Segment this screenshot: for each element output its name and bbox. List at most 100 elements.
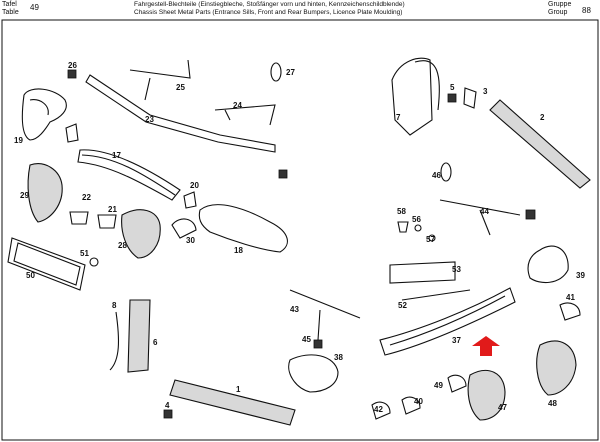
part-45-shape bbox=[525, 209, 536, 220]
callout-48: 48 bbox=[548, 399, 557, 408]
callout-25: 25 bbox=[176, 83, 185, 92]
callout-43: 43 bbox=[290, 305, 299, 314]
callout-18: 18 bbox=[234, 246, 243, 255]
part-40-shape bbox=[401, 396, 421, 415]
callout-20: 20 bbox=[190, 181, 199, 190]
red-pointer-arrow bbox=[472, 336, 500, 356]
part-45-nut bbox=[313, 339, 323, 349]
part-26-nut-b bbox=[278, 169, 288, 179]
part-7-arc bbox=[414, 60, 440, 111]
callout-24: 24 bbox=[233, 101, 242, 110]
part-7-shape bbox=[391, 57, 433, 136]
callout-58: 58 bbox=[397, 207, 406, 216]
callout-21: 21 bbox=[108, 205, 117, 214]
gruppe-label: Gruppe bbox=[548, 1, 572, 8]
callout-6: 6 bbox=[153, 338, 158, 347]
part-53-shape bbox=[389, 261, 456, 284]
callout-19: 19 bbox=[14, 136, 23, 145]
title-english: Chassis Sheet Metal Parts (Entrance Sill… bbox=[134, 9, 403, 16]
callout-49: 49 bbox=[434, 381, 443, 390]
group-number: 88 bbox=[582, 6, 591, 15]
part-20-a bbox=[65, 123, 79, 143]
callout-53: 53 bbox=[452, 265, 461, 274]
part-19-shape bbox=[21, 88, 67, 141]
part-29-shape bbox=[27, 163, 63, 223]
part-27-shape bbox=[270, 62, 282, 82]
part-51-shape bbox=[89, 257, 99, 267]
callout-39: 39 bbox=[576, 271, 585, 280]
part-56-shape bbox=[414, 224, 422, 232]
callout-4: 4 bbox=[165, 401, 170, 410]
table-number: 49 bbox=[30, 3, 39, 12]
part-18-shape bbox=[198, 204, 288, 253]
part-25-shape bbox=[129, 59, 191, 101]
part-2-shape bbox=[489, 99, 591, 189]
callout-40: 40 bbox=[414, 397, 423, 406]
callout-42: 42 bbox=[374, 405, 383, 414]
part-17-detail bbox=[81, 154, 176, 196]
part-19-detail bbox=[29, 99, 49, 116]
callout-44: 44 bbox=[480, 207, 489, 216]
part-23-shape bbox=[85, 74, 276, 153]
callout-57: 57 bbox=[426, 235, 435, 244]
callout-2: 2 bbox=[540, 113, 545, 122]
callout-labels: 1234567817181920212223242526272829303738… bbox=[14, 61, 585, 414]
callout-51: 51 bbox=[80, 249, 89, 258]
part-46-shape bbox=[440, 162, 452, 182]
title-german: Fahrgestell-Blechteile (Einstiegbleche, … bbox=[134, 1, 405, 8]
part-20-b bbox=[183, 191, 197, 209]
callout-17: 17 bbox=[112, 151, 121, 160]
tafel-label: Tafel bbox=[2, 1, 17, 8]
part-6-shape bbox=[127, 299, 151, 373]
part-48-shape bbox=[536, 340, 577, 396]
part-58-shape bbox=[397, 221, 409, 233]
part-22-shape bbox=[69, 211, 89, 225]
callout-41: 41 bbox=[566, 293, 575, 302]
callout-22: 22 bbox=[82, 193, 91, 202]
callout-38: 38 bbox=[334, 353, 343, 362]
part-42-shape bbox=[371, 401, 391, 420]
part-57-shape bbox=[428, 234, 436, 242]
callout-52: 52 bbox=[398, 301, 407, 310]
part-50-inner bbox=[13, 242, 81, 286]
part-4-shape bbox=[163, 409, 173, 419]
callout-5: 5 bbox=[450, 83, 455, 92]
part-37-detail bbox=[389, 295, 506, 346]
diagram-frame bbox=[1, 19, 599, 441]
part-47-shape bbox=[467, 370, 506, 421]
callout-45: 45 bbox=[302, 335, 311, 344]
group-label: Group bbox=[548, 9, 568, 16]
part-24-shape bbox=[214, 104, 276, 126]
part-50-shape bbox=[7, 237, 86, 291]
part-39-shape bbox=[527, 245, 569, 284]
callout-23: 23 bbox=[145, 115, 154, 124]
callout-26: 26 bbox=[68, 61, 77, 70]
part-3-shape bbox=[463, 87, 477, 109]
part-5-shape bbox=[447, 93, 457, 103]
callout-50: 50 bbox=[26, 271, 35, 280]
part-38-shape bbox=[288, 354, 339, 393]
part-49-shape bbox=[447, 374, 467, 393]
part-37-shape bbox=[379, 287, 516, 356]
callout-37: 37 bbox=[452, 336, 461, 345]
part-44-shape bbox=[439, 199, 521, 236]
callout-1: 1 bbox=[236, 385, 241, 394]
callout-29: 29 bbox=[20, 191, 29, 200]
callout-56: 56 bbox=[412, 215, 421, 224]
part-28-shape bbox=[121, 209, 161, 259]
callout-47: 47 bbox=[498, 403, 507, 412]
part-52-shape bbox=[401, 289, 471, 301]
callout-27: 27 bbox=[286, 68, 295, 77]
part-21-shape bbox=[97, 214, 117, 229]
part-43-shape bbox=[289, 289, 361, 341]
part-1-shape bbox=[169, 379, 296, 426]
part-8-shape bbox=[109, 311, 120, 371]
callout-7: 7 bbox=[396, 113, 401, 122]
part-41-shape bbox=[559, 302, 581, 321]
part-17-shape bbox=[77, 149, 181, 201]
callout-46: 46 bbox=[432, 171, 441, 180]
part-30-shape bbox=[171, 218, 197, 239]
part-26-nut-a bbox=[67, 69, 77, 79]
